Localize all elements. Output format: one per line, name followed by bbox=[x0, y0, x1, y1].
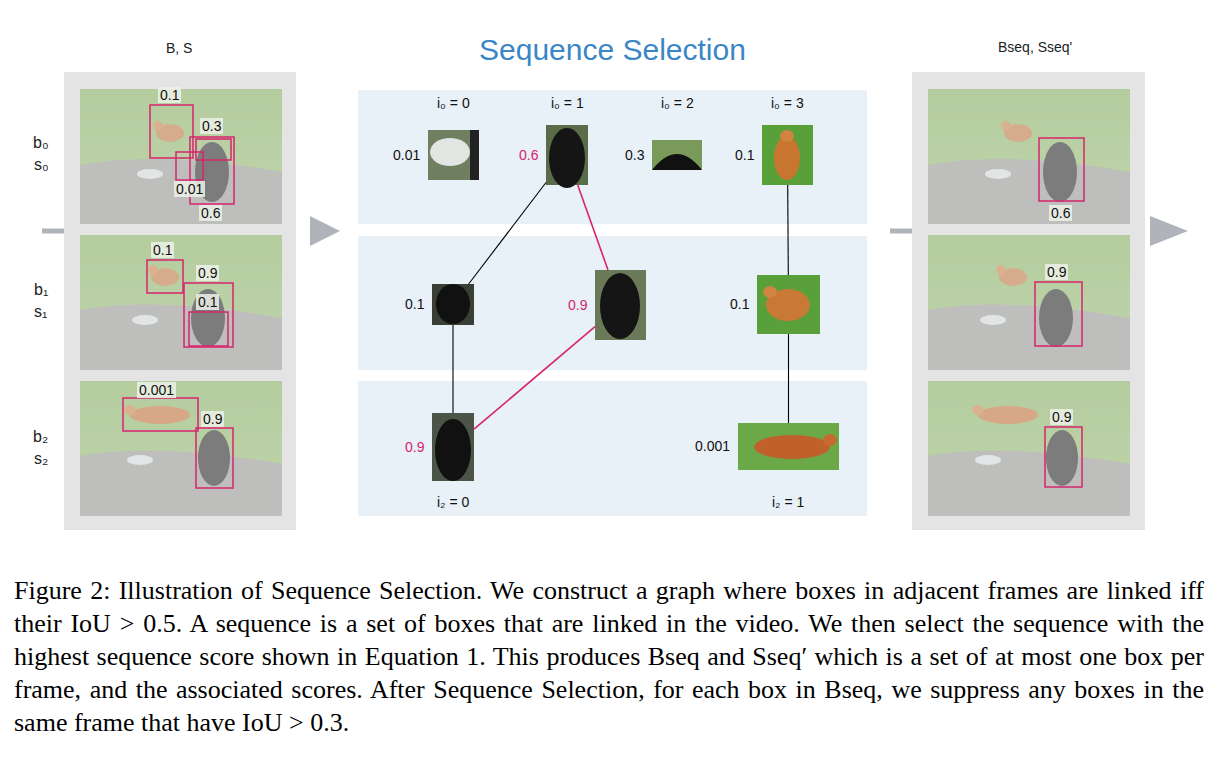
crop-node: 0.001i₂ = 1 bbox=[738, 423, 839, 470]
box-score: 0.1 bbox=[196, 294, 219, 310]
crop-node: i₀ = 00.01 bbox=[428, 130, 479, 180]
box-score: 0.9 bbox=[196, 265, 219, 281]
node-score: 0.001 bbox=[695, 438, 730, 454]
box-score: 0.9 bbox=[1045, 264, 1068, 280]
box-score: 0.9 bbox=[1050, 409, 1073, 425]
row-label: b₀ bbox=[33, 134, 49, 152]
row-label: s₂ bbox=[34, 450, 48, 468]
index-label: i₀ = 3 bbox=[771, 95, 804, 111]
crop-node: i₀ = 30.1 bbox=[762, 125, 813, 185]
crop-node: 0.9i₂ = 0 bbox=[432, 413, 474, 481]
graph-link bbox=[474, 327, 595, 430]
crop-node: 0.1 bbox=[757, 275, 820, 334]
index-label: i₀ = 2 bbox=[661, 95, 694, 111]
node-score: 0.1 bbox=[405, 296, 424, 312]
panel-header: Bseq, Sseq' bbox=[998, 39, 1072, 55]
index-label: i₂ = 1 bbox=[772, 494, 804, 510]
box-score: 0.1 bbox=[158, 87, 181, 103]
box-score: 0.6 bbox=[199, 205, 222, 221]
node-score: 0.6 bbox=[519, 147, 538, 163]
node-score: 0.9 bbox=[405, 439, 424, 455]
figure-title: Sequence Selection bbox=[479, 33, 746, 68]
node-score: 0.1 bbox=[735, 147, 754, 163]
index-label: i₀ = 0 bbox=[437, 95, 470, 111]
graph-link bbox=[787, 185, 789, 275]
node-score: 0.1 bbox=[730, 296, 749, 312]
panel-header: B, S bbox=[166, 40, 192, 56]
box-score: 0.001 bbox=[137, 382, 176, 398]
crop-node: 0.9 bbox=[595, 270, 646, 340]
index-label: i₀ = 1 bbox=[551, 95, 584, 111]
box-score: 0.01 bbox=[174, 181, 205, 197]
graph-link bbox=[452, 325, 453, 413]
box-score: 0.6 bbox=[1049, 205, 1072, 221]
graph-link bbox=[469, 183, 546, 284]
index-label: i₂ = 0 bbox=[437, 494, 469, 510]
crop-node: i₀ = 10.6 bbox=[546, 125, 588, 185]
row-label: b₁ bbox=[34, 281, 48, 299]
box-score: 0.1 bbox=[151, 242, 174, 258]
row-label: s₁ bbox=[34, 303, 47, 321]
box-score: 0.9 bbox=[201, 411, 224, 427]
graph-link bbox=[578, 185, 608, 270]
crop-node: 0.1 bbox=[432, 284, 474, 325]
box-score: 0.3 bbox=[200, 118, 223, 134]
node-score: 0.9 bbox=[568, 297, 587, 313]
node-score: 0.3 bbox=[625, 147, 644, 163]
graph-link bbox=[788, 334, 789, 423]
node-score: 0.01 bbox=[393, 147, 420, 163]
figure-caption: Figure 2: Illustration of Sequence Selec… bbox=[14, 574, 1204, 739]
row-label: s₀ bbox=[34, 156, 49, 174]
crop-node: i₀ = 20.3 bbox=[652, 140, 702, 170]
row-label: b₂ bbox=[33, 428, 48, 446]
